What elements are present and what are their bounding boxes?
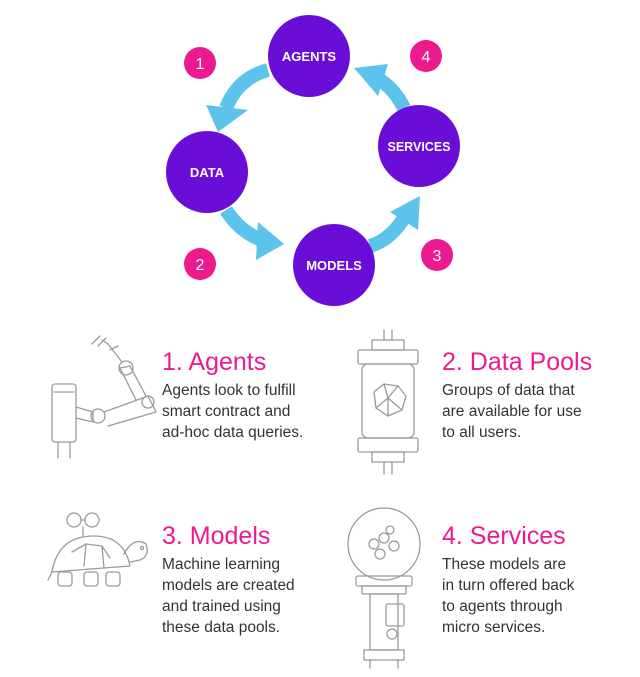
arrow-models-to-services (367, 196, 420, 253)
feature-services-title: 4. Services (442, 522, 566, 550)
robot-arm-icon (48, 332, 163, 472)
badge-4: 4 (410, 40, 442, 72)
node-models-label: MODELS (306, 258, 362, 273)
feature-data-pools: 2. Data Pools Groups of data that are av… (348, 328, 638, 478)
feature-models-line-1: Machine learning (162, 556, 281, 573)
feature-services: 4. Services These models are in turn off… (340, 504, 638, 674)
feature-agents-line-2: smart contract and (162, 403, 291, 420)
feature-services-desc: These models are in turn offered back to… (442, 554, 607, 638)
cycle-diagram: AGENTS DATA MODELS SERVICES 1 2 3 4 (166, 15, 460, 306)
feature-data-pools-title: 2. Data Pools (442, 348, 593, 376)
arrow-agents-to-data (206, 63, 271, 132)
badge-3: 3 (421, 239, 453, 271)
node-services-label: SERVICES (388, 140, 451, 154)
node-data-label: DATA (190, 165, 225, 180)
feature-agents-line-1: Agents look to fulfill (162, 382, 296, 399)
feature-data-pools-line-3: to all users. (442, 424, 522, 441)
node-agents-label: AGENTS (282, 49, 337, 64)
node-models: MODELS (293, 224, 375, 306)
badge-2-label: 2 (196, 257, 205, 274)
feature-models: 3. Models Machine learning models are cr… (44, 506, 334, 636)
badge-1-label: 1 (196, 56, 205, 73)
arrow-services-to-agents (354, 64, 411, 112)
feature-agents-line-3: ad-hoc data queries. (162, 424, 304, 441)
feature-agents-title: 1. Agents (162, 348, 267, 376)
badge-3-label: 3 (433, 248, 442, 265)
feature-models-desc: Machine learning models are created and … (162, 554, 327, 638)
feature-data-pools-line-2: are available for use (442, 403, 582, 420)
badge-2: 2 (184, 248, 216, 280)
feature-models-line-4: these data pools. (162, 619, 281, 636)
feature-agents: 1. Agents Agents look to fulfill smart c… (48, 332, 328, 472)
wind-up-turtle-icon (44, 506, 154, 596)
arrow-data-to-models (220, 206, 284, 260)
badge-1: 1 (184, 47, 216, 79)
feature-data-pools-line-1: Groups of data that (442, 382, 575, 399)
feature-models-line-2: models are created (162, 577, 295, 594)
feature-services-line-3: to agents through (442, 598, 563, 615)
gumball-machine-icon (340, 504, 430, 672)
feature-models-title: 3. Models (162, 522, 271, 550)
data-capsule-icon (348, 328, 428, 476)
feature-services-line-4: micro services. (442, 619, 546, 636)
node-data: DATA (166, 131, 248, 213)
node-agents: AGENTS (268, 15, 350, 97)
feature-services-line-2: in turn offered back (442, 577, 575, 594)
feature-data-pools-desc: Groups of data that are available for us… (442, 380, 607, 443)
node-services: SERVICES (378, 105, 460, 187)
feature-services-line-1: These models are (442, 556, 567, 573)
feature-agents-desc: Agents look to fulfill smart contract an… (162, 380, 327, 443)
feature-models-line-3: and trained using (162, 598, 281, 615)
badge-4-label: 4 (422, 49, 431, 66)
